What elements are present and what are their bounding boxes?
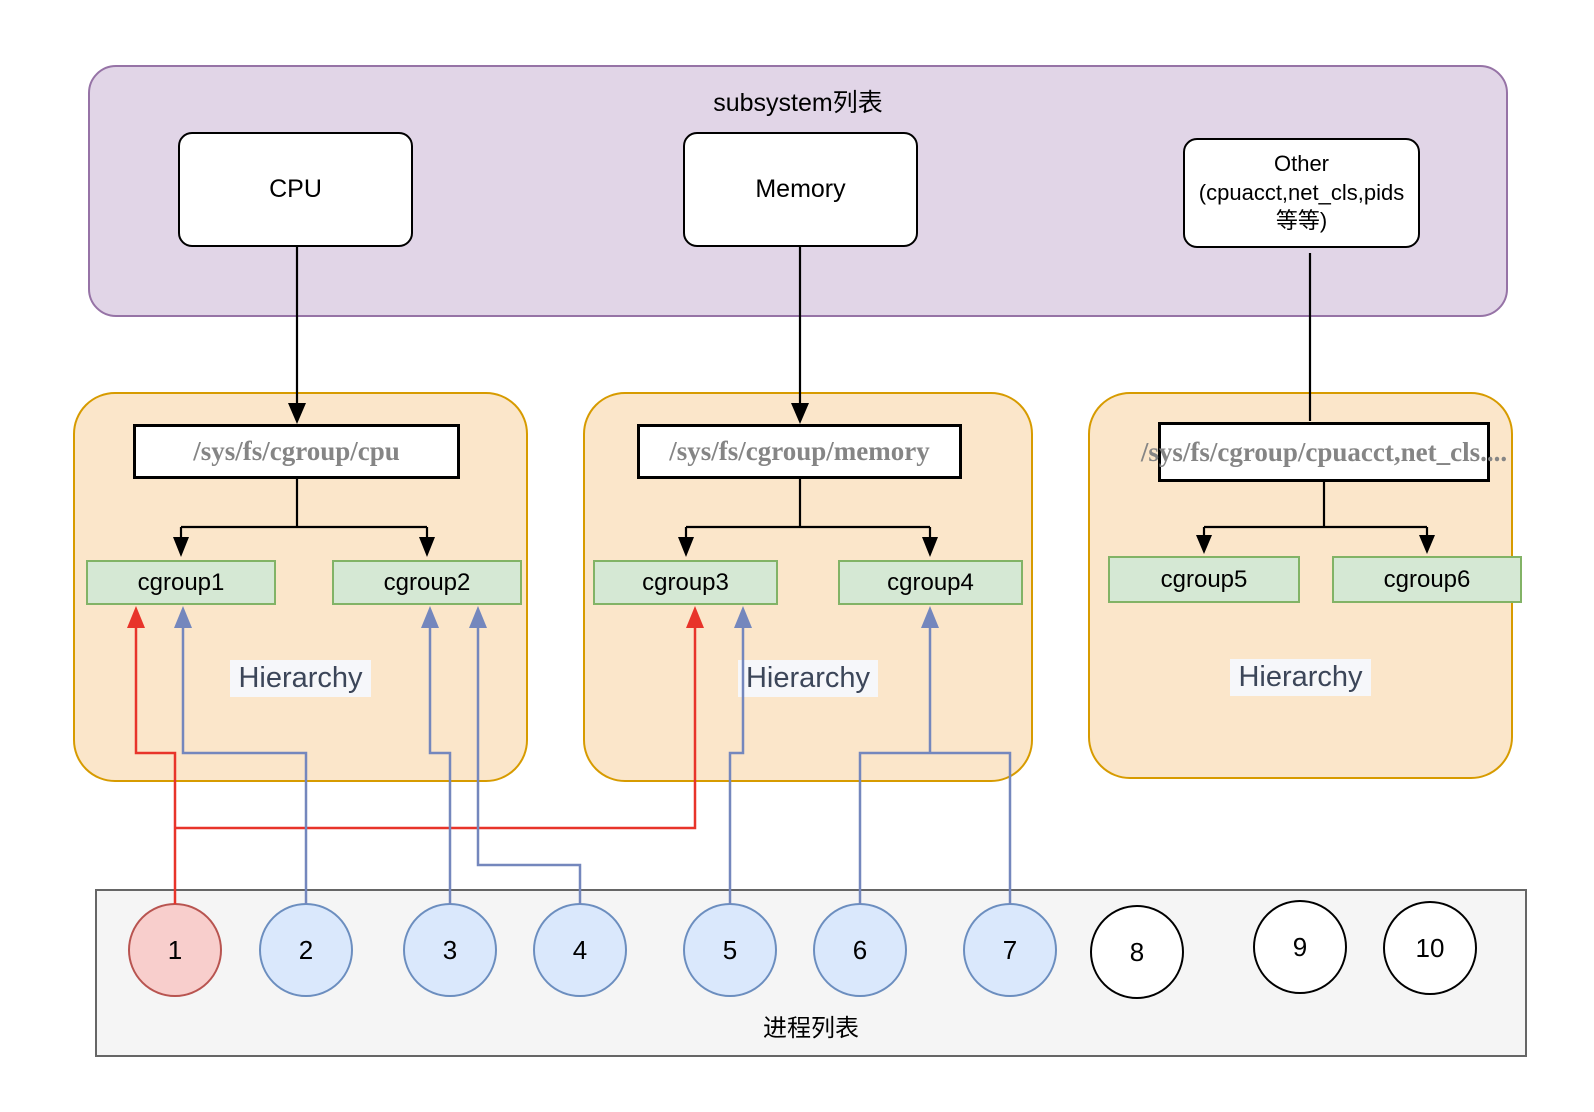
cgroup5-node: cgroup5 bbox=[1108, 556, 1300, 603]
process-circle-1: 1 bbox=[128, 903, 222, 997]
cgroup6-node: cgroup6 bbox=[1332, 556, 1522, 603]
mount-path-memory: /sys/fs/cgroup/memory bbox=[637, 424, 962, 479]
process-circle-9: 9 bbox=[1253, 900, 1347, 994]
process-circle-10: 10 bbox=[1383, 901, 1477, 995]
subsystem-panel-title: subsystem列表 bbox=[713, 89, 883, 117]
process-circle-4: 4 bbox=[533, 903, 627, 997]
subsystem-node-other-label: Other bbox=[1273, 151, 1330, 177]
subsystem-node-other-sublabel2: 等等) bbox=[1275, 208, 1328, 234]
mount-path-cpu: /sys/fs/cgroup/cpu bbox=[133, 424, 460, 479]
process-circle-3: 3 bbox=[403, 903, 497, 997]
hierarchy-label-2: Hierarchy bbox=[583, 660, 1033, 697]
process-circle-6: 6 bbox=[813, 903, 907, 997]
subsystem-node-memory: Memory bbox=[683, 132, 918, 247]
cgroup3-node: cgroup3 bbox=[593, 560, 778, 605]
subsystem-node-cpu-label: CPU bbox=[269, 175, 322, 203]
cgroup4-node: cgroup4 bbox=[838, 560, 1023, 605]
cgroup2-node: cgroup2 bbox=[332, 560, 522, 605]
mount-path-other: /sys/fs/cgroup/cpuacct,net_cls.... bbox=[1141, 422, 1507, 482]
subsystem-node-other-sublabel: (cpuacct,net_cls,pids bbox=[1198, 179, 1405, 205]
hierarchy-label-1: Hierarchy bbox=[73, 660, 528, 697]
cgroup1-node: cgroup1 bbox=[86, 560, 276, 605]
process-circle-8: 8 bbox=[1090, 905, 1184, 999]
process-list-title: 进程列表 bbox=[763, 1015, 859, 1042]
process-circle-2: 2 bbox=[259, 903, 353, 997]
process-circle-5: 5 bbox=[683, 903, 777, 997]
subsystem-node-memory-label: Memory bbox=[755, 175, 846, 203]
process-circle-7: 7 bbox=[963, 903, 1057, 997]
subsystem-node-cpu: CPU bbox=[178, 132, 413, 247]
hierarchy-label-3: Hierarchy bbox=[1088, 659, 1513, 696]
subsystem-node-other: Other (cpuacct,net_cls,pids 等等) bbox=[1183, 138, 1420, 248]
